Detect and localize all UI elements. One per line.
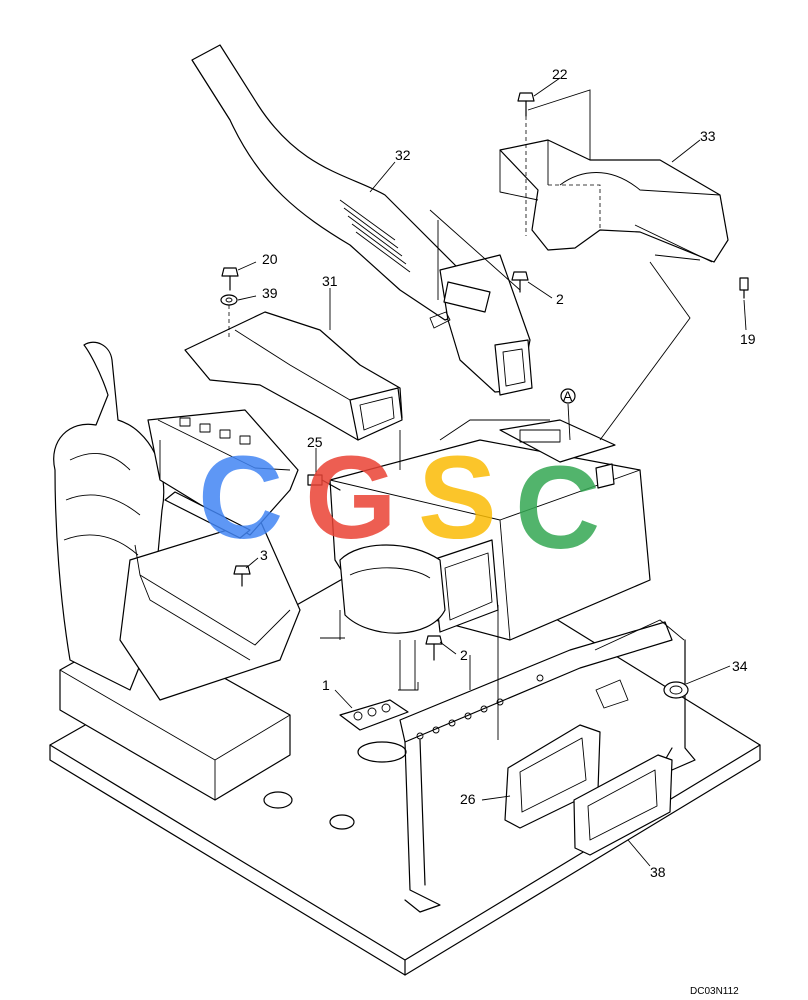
- duct-32: [191, 44, 533, 396]
- duct-31: [184, 311, 403, 441]
- callout-38: 38: [650, 864, 666, 880]
- callout-20: 20: [262, 251, 278, 267]
- drawing-code: DC03N112: [690, 986, 739, 997]
- callout-33: 33: [700, 128, 716, 144]
- bolt-3: [233, 565, 251, 587]
- callout-25: 25: [307, 434, 323, 450]
- callout-1: 1: [322, 677, 330, 693]
- callout-34: 34: [732, 658, 748, 674]
- grommet-1: [339, 699, 409, 731]
- callout-2-lower: 2: [460, 647, 468, 663]
- callout-a: A: [563, 388, 573, 404]
- callout-32: 32: [395, 147, 411, 163]
- gasket-38: [573, 754, 673, 856]
- reference-circle-a: [560, 388, 576, 404]
- watermark-letter-3: S: [418, 432, 497, 564]
- watermark-letter-2: G: [305, 432, 397, 564]
- watermark-letter-4: C: [515, 442, 600, 574]
- bolt-20: [221, 267, 239, 291]
- operator-seat: [53, 341, 301, 801]
- callout-19: 19: [740, 331, 756, 347]
- callout-22: 22: [552, 66, 568, 82]
- duct-33: [499, 139, 729, 263]
- callout-26: 26: [460, 791, 476, 807]
- fitting-25: [307, 474, 341, 491]
- heater-unit: [320, 419, 651, 691]
- support-frame: [399, 605, 696, 913]
- clamp-34: [663, 681, 689, 699]
- callout-labels: 22 33 32 20 31 39 2 19 A 25 3 2 34 1 26 …: [260, 66, 756, 880]
- callout-39: 39: [262, 285, 278, 301]
- callout-leaders: [237, 77, 747, 867]
- watermark-letter-1: C: [198, 432, 283, 564]
- screw-19: [739, 277, 749, 299]
- callout-31: 31: [322, 273, 338, 289]
- bolt-2-upper: [511, 271, 529, 293]
- bolt-22: [517, 92, 535, 236]
- washer-39: [220, 294, 238, 338]
- callout-3: 3: [260, 547, 268, 563]
- watermark: C G S C: [198, 432, 600, 574]
- callout-2-upper: 2: [556, 291, 564, 307]
- assembly-lines: [399, 89, 701, 470]
- control-box: [147, 409, 299, 539]
